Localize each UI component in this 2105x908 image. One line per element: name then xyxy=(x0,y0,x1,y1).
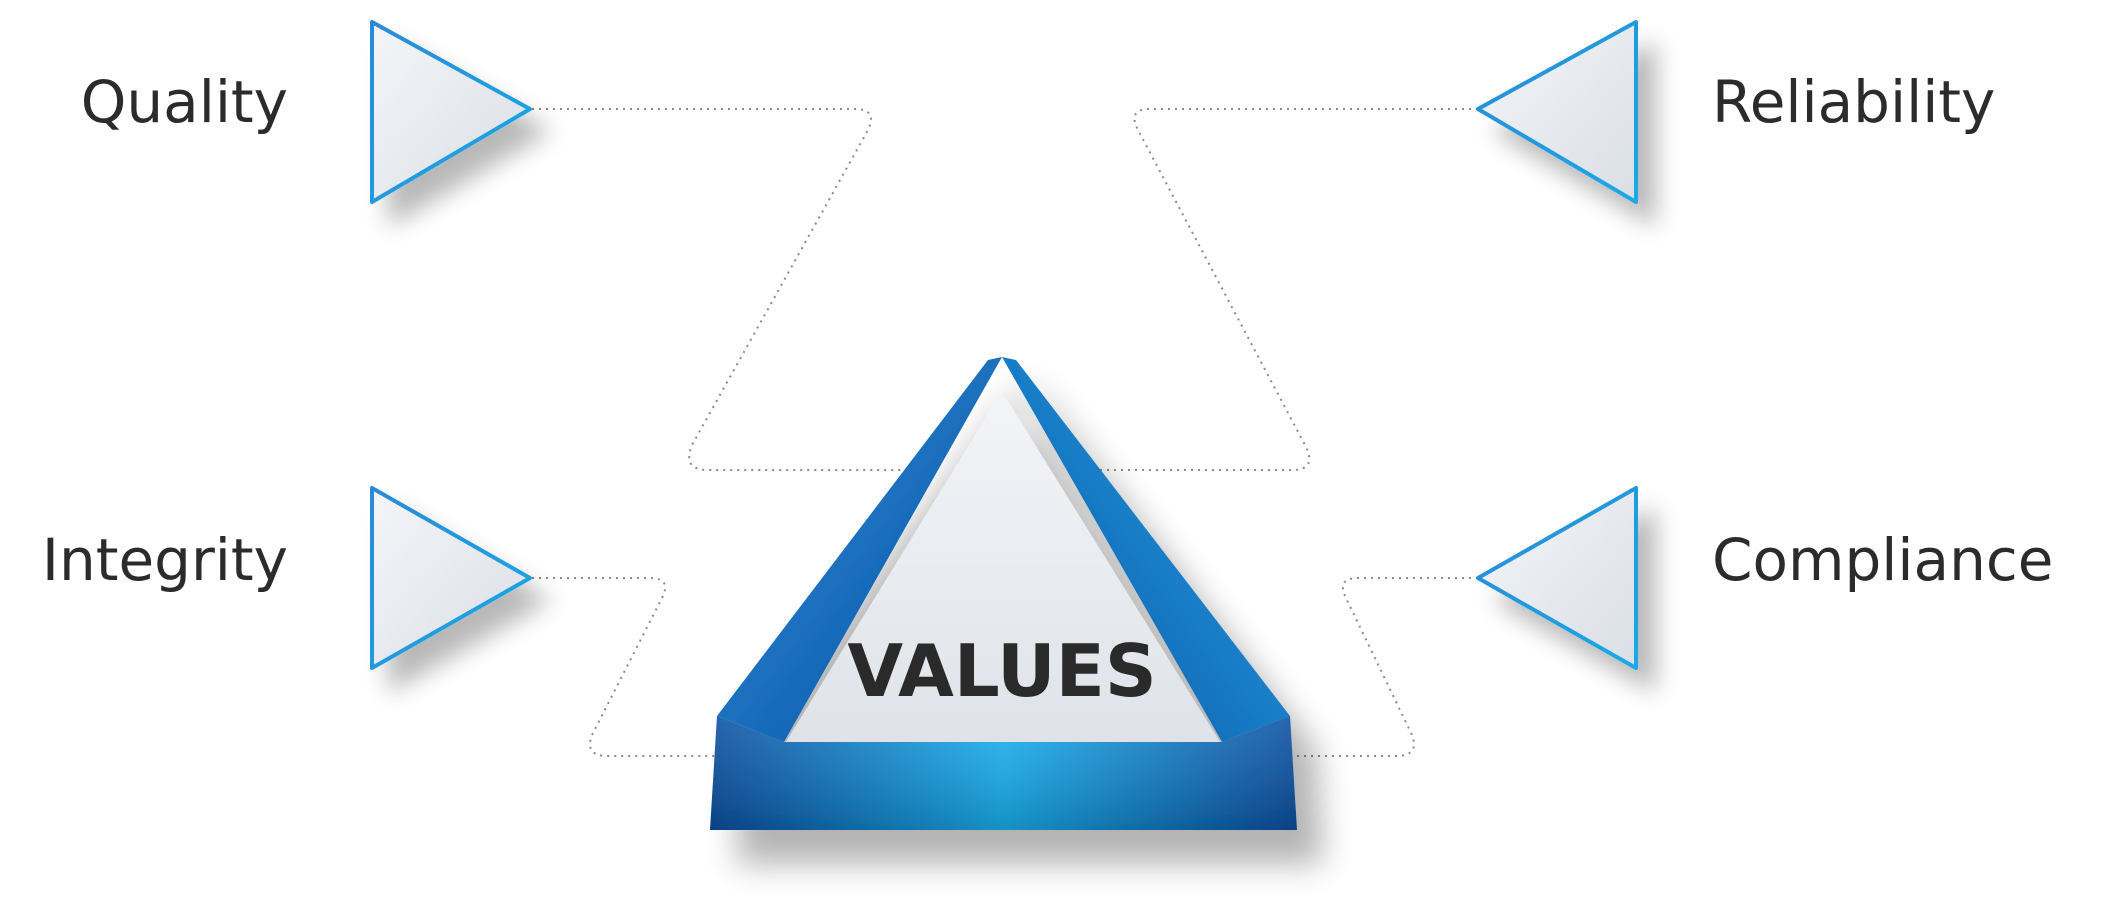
connector-reliability xyxy=(1100,108,1478,471)
connector-compliance xyxy=(1295,577,1478,757)
connectors xyxy=(525,108,1478,757)
prism-left-edge xyxy=(717,357,1002,742)
prism-right-edge xyxy=(1002,357,1290,742)
triangle-reliability-icon xyxy=(1476,20,1638,204)
triangle-quality-icon xyxy=(370,20,532,204)
values-prism xyxy=(710,357,1297,830)
triangle-compliance-icon xyxy=(1476,486,1638,670)
prism-face xyxy=(786,392,1220,742)
connector-quality xyxy=(525,108,905,471)
label-quality: Quality xyxy=(81,68,288,136)
connector-integrity xyxy=(525,577,720,757)
label-values: VALUES xyxy=(847,629,1156,713)
triangle-integrity-icon xyxy=(370,486,532,670)
label-compliance: Compliance xyxy=(1712,526,2053,594)
label-integrity: Integrity xyxy=(42,526,288,594)
label-reliability: Reliability xyxy=(1712,68,1995,136)
